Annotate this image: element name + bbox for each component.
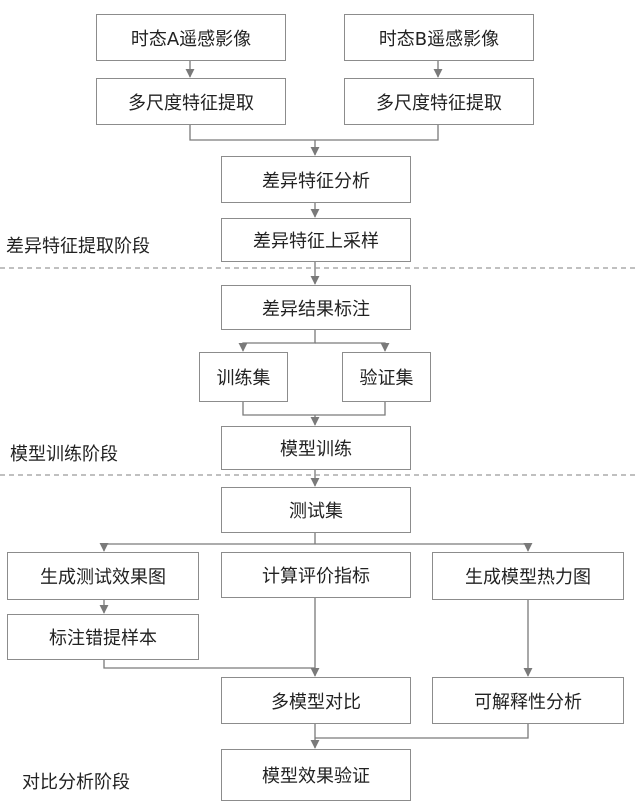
- node-interpret: 可解释性分析: [432, 677, 624, 724]
- node-multiscale-b: 多尺度特征提取: [344, 78, 534, 125]
- connector-msB-merge: [315, 125, 439, 141]
- node-diff-analysis: 差异特征分析: [221, 156, 411, 203]
- connector-msA-merge: [189, 125, 315, 141]
- connector-valSet-merge: [315, 402, 386, 416]
- node-compare: 多模型对比: [221, 677, 411, 724]
- stage-label-extract: 差异特征提取阶段: [6, 236, 150, 257]
- stage-label-analysis: 对比分析阶段: [22, 772, 130, 793]
- node-train-set: 训练集: [199, 352, 288, 402]
- node-verify: 模型效果验证: [221, 749, 411, 801]
- connector-branch-genTest: [99, 542, 315, 552]
- node-gen-test: 生成测试效果图: [7, 552, 199, 600]
- node-upsample: 差异特征上采样: [221, 218, 411, 262]
- node-val-set: 验证集: [342, 352, 431, 402]
- node-train: 模型训练: [221, 426, 411, 470]
- node-metrics: 计算评价指标: [221, 552, 411, 598]
- connector-annotate-trainSet: [238, 330, 316, 352]
- node-heatmap: 生成模型热力图: [432, 552, 624, 600]
- connector-interpret-merge: [315, 724, 529, 739]
- connector-trainSet-merge: [242, 402, 315, 416]
- node-image-b: 时态B遥感影像: [344, 14, 534, 61]
- node-test-set: 测试集: [221, 487, 411, 533]
- connector-labelErr-merge: [103, 660, 315, 669]
- node-annotate: 差异结果标注: [221, 285, 411, 330]
- connector-annotate-valSet: [315, 342, 390, 352]
- stage-label-training: 模型训练阶段: [10, 444, 118, 465]
- node-image-a: 时态A遥感影像: [96, 14, 286, 61]
- node-multiscale-a: 多尺度特征提取: [96, 78, 286, 125]
- node-label-errors: 标注错提样本: [7, 614, 199, 660]
- connector-branch-heatmap: [315, 542, 533, 552]
